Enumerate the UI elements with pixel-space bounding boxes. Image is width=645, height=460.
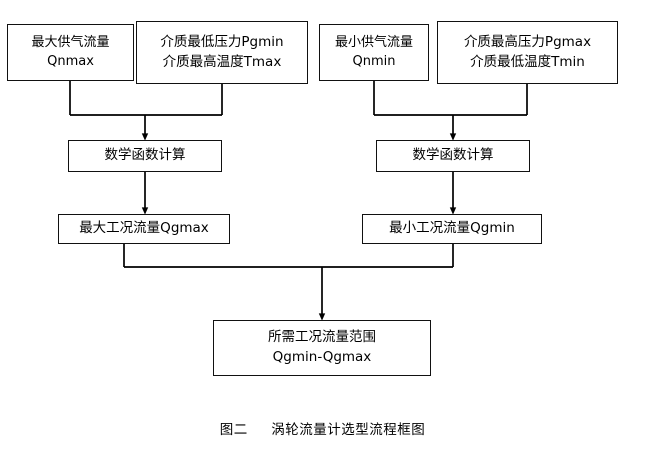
node-min-supply-flow-line2: Qnmin [352, 53, 396, 69]
node-min-working-flow-label: 最小工况流量Qgmin [389, 220, 515, 237]
figure-caption-label: 图二 [219, 422, 248, 438]
node-required-flow-range: 所需工况流量范围 Qgmin-Qgmax [213, 320, 431, 376]
node-min-working-flow: 最小工况流量Qgmin [362, 214, 542, 244]
node-max-supply-flow: 最大供气流量 Qnmax [7, 24, 134, 81]
node-max-pressure-min-temp-line1: 介质最高压力Pgmax [463, 33, 592, 50]
node-max-working-flow: 最大工况流量Qgmax [58, 214, 230, 244]
node-required-flow-range-line1: 所需工况流量范围 [268, 329, 376, 346]
node-math-calc-left: 数学函数计算 [68, 140, 222, 172]
node-min-pressure-max-temp-line2: 介质最高温度Tmax [162, 53, 282, 70]
node-math-calc-left-label: 数学函数计算 [104, 147, 186, 164]
figure-caption: 图二 涡轮流量计选型流程框图 [0, 418, 645, 438]
node-min-pressure-max-temp: 介质最低压力Pgmin 介质最高温度Tmax [136, 21, 308, 84]
node-max-supply-flow-line2: Qnmax [47, 53, 94, 69]
figure-caption-text: 涡轮流量计选型流程框图 [271, 422, 426, 438]
node-math-calc-right: 数学函数计算 [376, 140, 530, 172]
node-min-supply-flow-line1: 最小供气流量 [334, 34, 413, 50]
node-required-flow-range-line2: Qgmin-Qgmax [272, 349, 372, 365]
node-max-supply-flow-line1: 最大供气流量 [31, 34, 110, 50]
node-max-working-flow-label: 最大工况流量Qgmax [79, 220, 209, 237]
node-max-pressure-min-temp-line2: 介质最低温度Tmin [470, 53, 585, 70]
node-math-calc-right-label: 数学函数计算 [412, 147, 494, 164]
node-min-pressure-max-temp-line1: 介质最低压力Pgmin [160, 33, 284, 50]
node-min-supply-flow: 最小供气流量 Qnmin [319, 24, 429, 81]
node-max-pressure-min-temp: 介质最高压力Pgmax 介质最低温度Tmin [437, 21, 618, 84]
